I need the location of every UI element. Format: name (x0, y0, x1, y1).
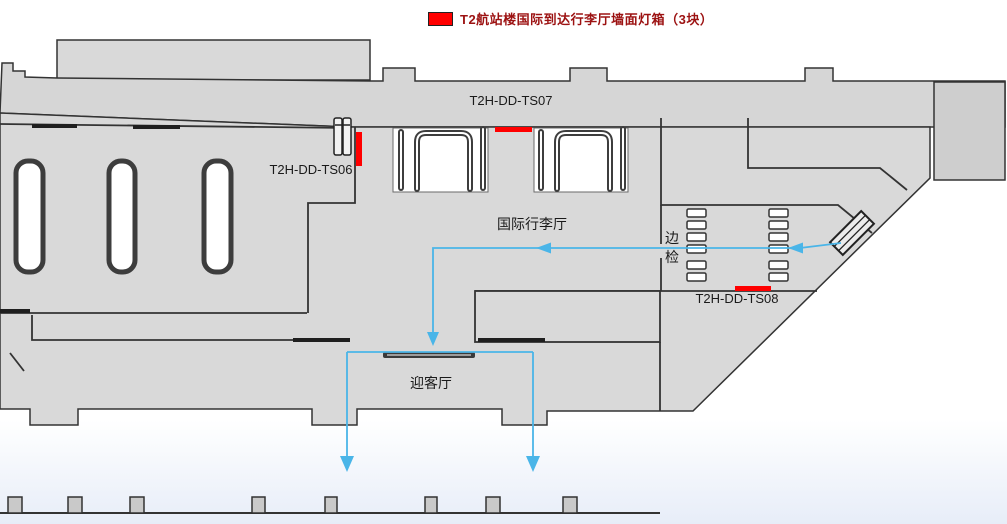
page-bottom-gradient (0, 420, 1007, 524)
left-hall-carousel-slots (13, 158, 234, 275)
legend-label: T2航站楼国际到达行李厅墙面灯箱（3块） (460, 12, 714, 27)
lightbox-ts07-marker (495, 127, 532, 132)
passenger-flow-path (346, 242, 842, 458)
label-international-baggage-hall: 国际行李厅 (497, 216, 567, 232)
legend-red-swatch (428, 11, 453, 26)
road-pillars (7, 496, 578, 514)
curbside-road (0, 496, 660, 514)
border-inspection-booths (686, 208, 789, 282)
label-border-inspection-1: 边 (665, 230, 679, 246)
escalator-left (333, 117, 352, 156)
legend: T2航站楼国际到达行李厅墙面灯箱（3块） (428, 9, 713, 28)
label-ts07: T2H-DD-TS07 (469, 93, 552, 108)
label-welcome-hall: 迎客厅 (410, 375, 452, 391)
right-wing-section (933, 81, 1006, 181)
lightbox-markers (356, 127, 771, 291)
upper-rooms-block (56, 39, 371, 81)
passenger-flow-arrowheads (340, 242, 803, 472)
label-ts06: T2H-DD-TS06 (269, 162, 352, 177)
label-ts08: T2H-DD-TS08 (695, 291, 778, 306)
escalator-right (828, 209, 876, 257)
label-border-inspection-2: 检 (665, 249, 679, 265)
door-segments (0, 124, 545, 342)
lightbox-ts08-marker (735, 286, 771, 291)
service-room (474, 290, 661, 343)
welcome-hall-door (383, 352, 475, 358)
baggage-carousel-belt-centers (400, 128, 624, 190)
lightbox-ts06-marker (356, 132, 362, 166)
